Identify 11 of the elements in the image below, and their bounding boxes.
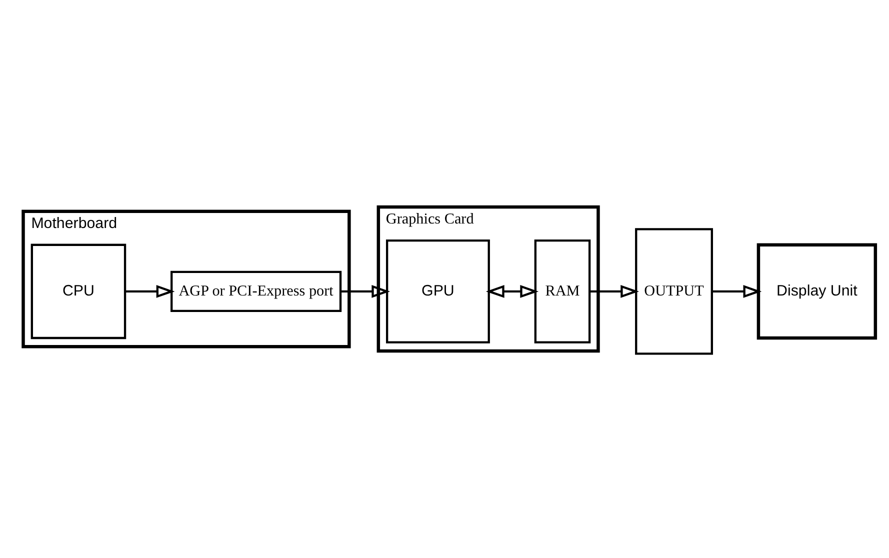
arrow <box>124 285 174 298</box>
arrow <box>485 285 538 298</box>
node-box: OUTPUT <box>634 228 712 355</box>
node-box: CPU <box>30 244 126 340</box>
node-box: RAM <box>534 239 590 344</box>
node-box: Display Unit <box>756 243 877 340</box>
node-box: GPU <box>385 239 490 344</box>
arrow <box>589 285 639 298</box>
node-box: AGP or PCI-Express port <box>170 270 342 312</box>
arrow <box>712 285 762 298</box>
arrow <box>340 285 390 298</box>
